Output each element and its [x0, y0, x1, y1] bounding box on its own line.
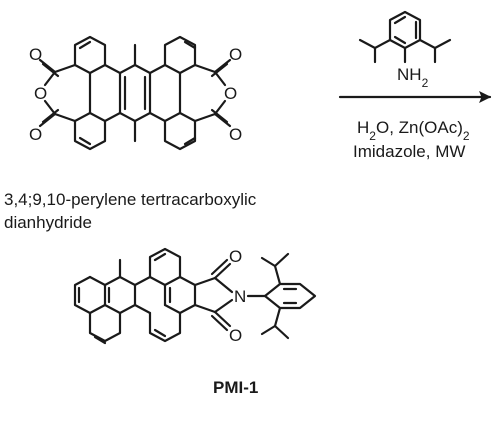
- ptcda-o-left-bridge: O: [34, 84, 47, 103]
- ptcda-structure: [38, 35, 232, 151]
- ptcda-o-right-top: O: [229, 45, 242, 64]
- pmi-o-top: O: [229, 247, 242, 266]
- conditions-line1: H2O, Zn(OAc)2: [357, 118, 470, 143]
- pmi-n: N: [234, 287, 246, 306]
- ptcda-o-left-top: O: [29, 45, 42, 64]
- ptcda-name-line2: dianhydride: [4, 213, 92, 232]
- ptcda-o-right-bottom: O: [229, 125, 242, 144]
- aniline-nh2-label: NH2: [397, 65, 429, 90]
- pmi-o-bottom: O: [229, 326, 242, 345]
- product-label: PMI-1: [213, 378, 258, 397]
- ptcda-o-right-bridge: O: [224, 84, 237, 103]
- aniline-structure: [358, 10, 452, 64]
- ptcda-name-line1: 3,4;9,10-perylene tertracarboxylic: [4, 190, 257, 209]
- conditions-line2: Imidazole, MW: [353, 142, 465, 161]
- reaction-arrow: [338, 90, 492, 104]
- pmi-structure: [73, 247, 317, 345]
- ptcda-o-left-bottom: O: [29, 125, 42, 144]
